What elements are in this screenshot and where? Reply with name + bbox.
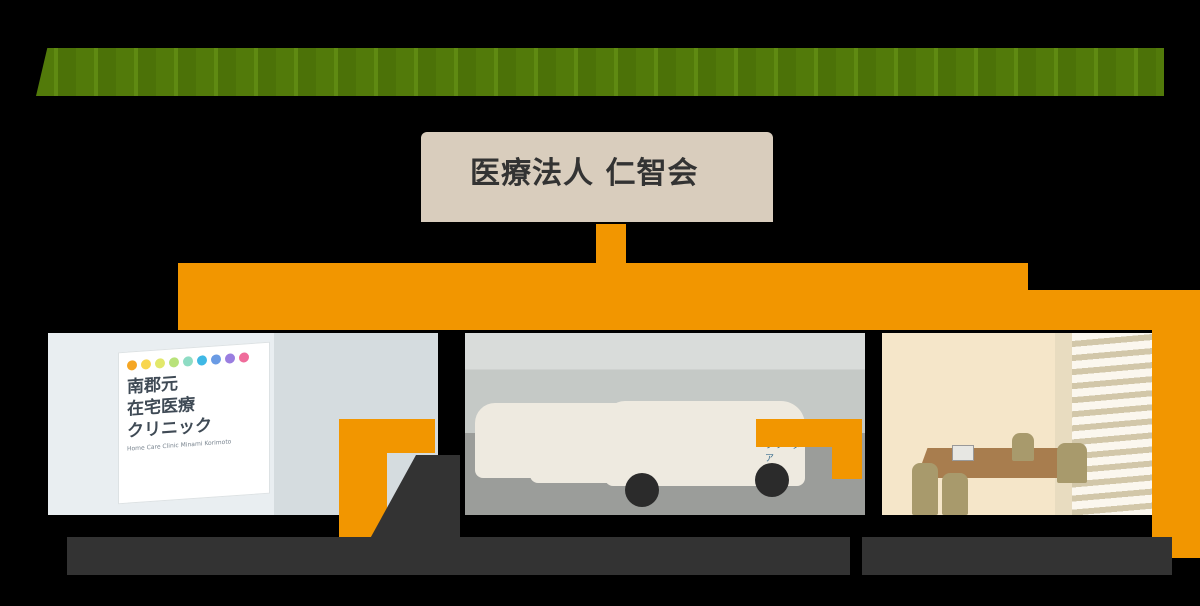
unit-tag-1-label <box>339 419 435 453</box>
chair-image <box>942 473 968 515</box>
wheel-icon <box>625 473 659 507</box>
logo-dot-icon <box>183 356 193 367</box>
unit-tag-3 <box>1152 300 1200 558</box>
logo-dot-icon <box>155 358 165 369</box>
photo-meeting-room <box>882 333 1152 515</box>
logo-dot-icon <box>197 355 207 366</box>
caption-cars <box>450 537 850 575</box>
phone-icon <box>952 445 974 461</box>
unit-tag-2-ext <box>832 419 862 479</box>
caption-meeting-room <box>862 537 1172 575</box>
chair-image <box>1012 433 1034 461</box>
logo-dot-icon <box>239 352 249 363</box>
wheel-icon <box>755 463 789 497</box>
logo-dot-icon <box>225 353 235 364</box>
photo-visiting-cars: フリーダア <box>465 333 865 515</box>
connector-horizontal-lower <box>178 290 1200 330</box>
caption-clinic <box>67 537 397 575</box>
logo-dot-icon <box>127 359 137 371</box>
logo-dot-icon <box>141 359 151 370</box>
chair-image <box>912 463 938 515</box>
org-parent-box <box>421 132 773 222</box>
meeting-table <box>916 448 1078 478</box>
chair-image <box>1057 443 1087 483</box>
logo-dot-icon <box>169 357 179 368</box>
page-title <box>36 48 1164 96</box>
connector-vertical <box>596 224 626 268</box>
window-blinds <box>1072 333 1152 515</box>
logo-dot-icon <box>211 354 221 365</box>
org-parent-name: 医療法人 仁智会 <box>470 156 699 191</box>
clinic-sign: 南郡元 在宅医療 クリニック Home Care Clinic Minami K… <box>118 341 270 505</box>
